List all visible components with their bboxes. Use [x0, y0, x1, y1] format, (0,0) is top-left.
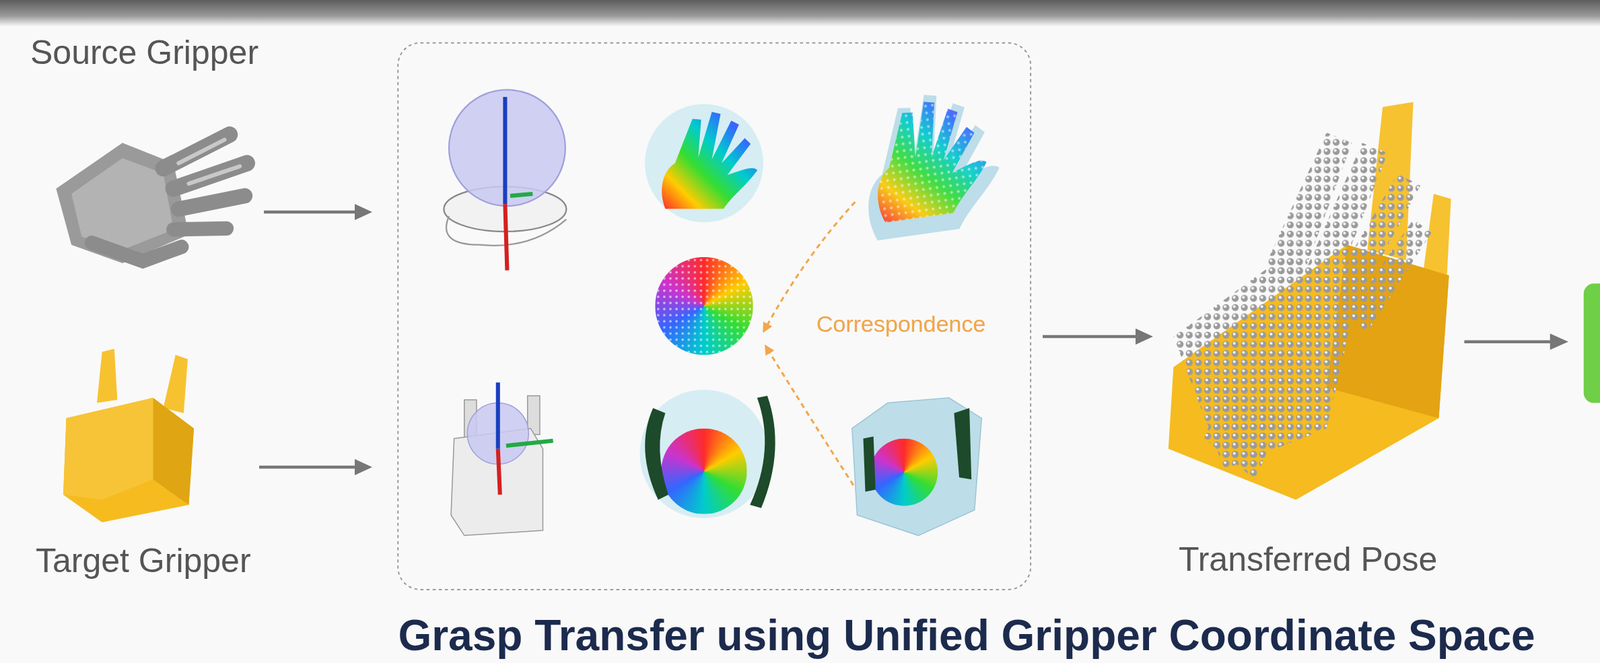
source-point-cloud-part: [865, 94, 993, 223]
target-point-cloud-part: [953, 407, 972, 480]
arrow-line: [263, 210, 357, 215]
source-coordinate-map: [644, 104, 764, 223]
target-gripper-figure-part: [63, 397, 194, 523]
transferred-pose-figure-part: [1346, 219, 1432, 332]
target-point-cloud-part: [862, 436, 876, 493]
transferred-pose-figure: [1168, 102, 1452, 501]
output-arrow-part: [1464, 339, 1553, 344]
target-gripper-figure-part: [152, 397, 194, 505]
node-label: Transferred Pose: [1178, 540, 1438, 580]
arrow-head: [354, 459, 373, 476]
target-gripper-figure-part: [163, 354, 188, 413]
target-point-cloud-part-part: [870, 438, 938, 507]
source-gripper-figure-part: [173, 228, 227, 230]
source-sphere-frame: [443, 89, 567, 270]
flow-arrow: [263, 203, 373, 221]
target-coordinate-map-part: [661, 428, 747, 514]
source-point-cloud-part: [853, 86, 1007, 242]
output-arrow-part: [1550, 333, 1569, 351]
target-gripper-figure: [63, 348, 194, 523]
target-gripper: Target Gripper: [26, 336, 260, 586]
target-coordinate-map-part: [749, 395, 775, 509]
target-coordinate-map-part: [639, 389, 769, 519]
target-point-cloud: [852, 397, 983, 536]
node-label: Source Gripper: [30, 33, 259, 73]
source-gripper-figure-part: [178, 195, 246, 210]
top-bar: [0, 0, 1600, 27]
arrow-head: [354, 203, 373, 221]
source-gripper: Source Gripper: [26, 30, 264, 273]
correspondence-arrow: [765, 201, 855, 329]
green-box: [1583, 283, 1600, 403]
unified-sphere-part: [654, 257, 754, 355]
source-gripper-figure-part: [188, 166, 240, 184]
arrow-line: [1042, 335, 1137, 339]
target-coordinate-map-part: [644, 407, 669, 500]
node-label: Target Gripper: [35, 541, 252, 581]
arrow-line: [259, 465, 357, 470]
source-sphere-frame-part: [502, 96, 507, 204]
source-gripper-figure-part: [178, 140, 225, 164]
source-gripper-figure-part: [91, 242, 182, 262]
target-sphere-frame: [450, 382, 554, 536]
target-coordinate-map-part-part: [661, 428, 747, 514]
dashed-panel: [397, 43, 1031, 590]
output-arrow: [1464, 333, 1569, 351]
source-gripper-figure: [55, 134, 247, 264]
target-coordinate-map: [639, 389, 775, 519]
target-sphere-frame-part: [498, 448, 501, 495]
target-gripper-figure-part: [96, 348, 118, 403]
unified-space-panel: Correspondence: [397, 43, 1031, 590]
source-sphere-frame-part: [448, 89, 566, 206]
source-sphere-frame-part: [504, 203, 507, 271]
transferred-pose-figure-part: [1204, 387, 1286, 480]
flow-arrow: [259, 459, 373, 476]
arrow-head: [1135, 328, 1154, 345]
transferred-pose: Transferred Pose: [1161, 94, 1465, 586]
source-sphere-frame-part: [510, 193, 533, 196]
source-coordinate-map-part: [644, 104, 764, 223]
source-point-cloud: [853, 86, 1007, 242]
target-point-cloud-part: [870, 438, 938, 507]
target-sphere-frame-part: [506, 440, 554, 447]
target-sphere-frame-part: [496, 382, 501, 449]
source-gripper-figure-part: [163, 134, 231, 169]
source-coordinate-map-part: [661, 111, 758, 209]
source-point-cloud-part: [865, 94, 993, 223]
node-label: Correspondence: [816, 310, 986, 338]
target-gripper-figure-part: [63, 397, 153, 501]
target-point-cloud-part: [852, 397, 983, 536]
flow-arrow: [1042, 328, 1154, 345]
diagram-title: Grasp Transfer using Unified Gripper Coo…: [397, 613, 1535, 657]
source-gripper-figure-part: [173, 162, 248, 189]
unified-sphere: [654, 257, 754, 355]
